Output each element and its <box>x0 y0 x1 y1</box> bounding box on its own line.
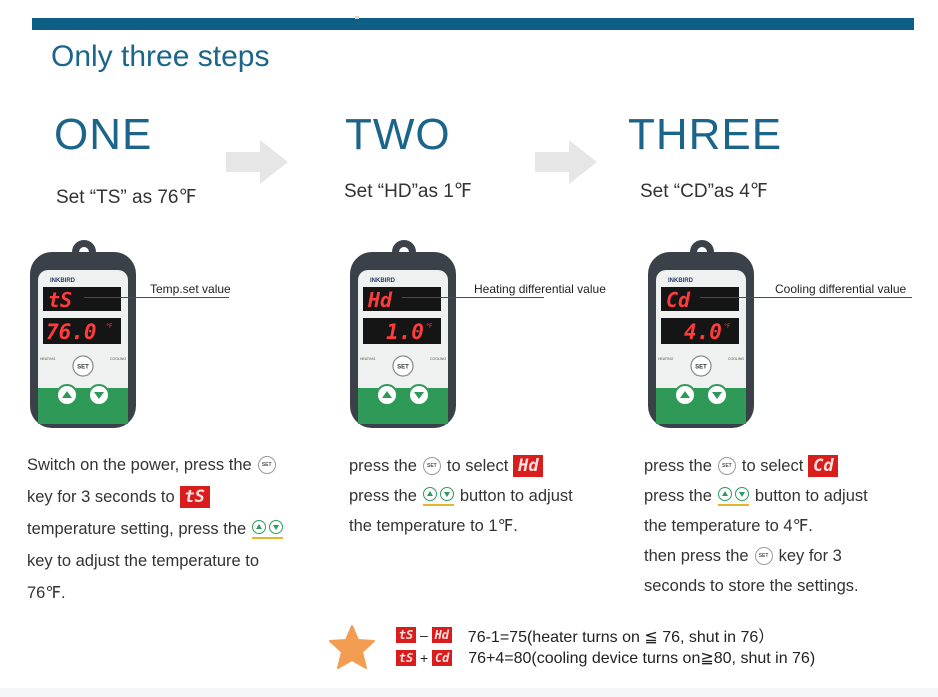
callout-heating-differential: Heating differential value <box>474 282 606 296</box>
device-brand: INKBIRD <box>50 278 76 284</box>
callout-temp-set-value: Temp.set value <box>150 282 231 296</box>
code-hd: Hd <box>513 455 544 477</box>
step-two-title: TWO <box>345 110 451 159</box>
next-arrow-icon <box>226 140 288 184</box>
step-two-subtitle: Set “HD”as 1℉ <box>344 181 472 202</box>
up-down-keys-icon <box>252 519 284 539</box>
code-cd: Cd <box>432 650 453 666</box>
label-heating: HEATING <box>658 357 674 361</box>
header-dot <box>355 16 359 19</box>
up-down-keys-icon <box>717 486 749 506</box>
callout-cooling-differential: Cooling differential value <box>775 282 907 296</box>
set-key-icon <box>257 456 276 474</box>
code-ts: tS <box>396 650 416 666</box>
device-brand: INKBIRD <box>668 278 694 284</box>
callout-line <box>84 297 229 298</box>
display-unit: °F <box>426 323 433 330</box>
controller-device-three: INKBIRD Cd 4.0 °F HEATING COOLING SET <box>644 238 758 433</box>
callout-line <box>402 297 544 298</box>
display-bottom: 1.0 <box>386 320 424 344</box>
footer-band <box>0 688 938 697</box>
code-ts: tS <box>179 486 210 508</box>
star-icon <box>329 625 375 669</box>
main-title: Only three steps <box>51 40 270 73</box>
controller-device-one: INKBIRD tS 76.0 °F HEATING COOLING SET <box>26 238 140 433</box>
formula-heater: tS – Hd 76-1=75(heater turns on ≦ 76, sh… <box>396 623 774 647</box>
display-unit: °F <box>106 323 113 330</box>
formula-cooling: tS + Cd 76+4=80(cooling device turns on≧… <box>396 648 815 668</box>
label-heating: HEATING <box>40 357 56 361</box>
next-arrow-icon <box>535 140 597 184</box>
up-down-keys-icon <box>422 486 454 506</box>
step-three-title: THREE <box>628 110 783 159</box>
code-hd: Hd <box>431 627 452 643</box>
step-three-subtitle: Set “CD”as 4℉ <box>640 181 768 202</box>
step-one-title: ONE <box>54 110 153 159</box>
set-button-label: SET <box>397 365 409 371</box>
controller-device-two: INKBIRD Hd 1.0 °F HEATING COOLING SET <box>346 238 460 433</box>
step-one-subtitle: Set “TS” as 76℉ <box>56 187 197 208</box>
set-key-icon <box>717 457 736 475</box>
display-unit: °F <box>724 323 731 330</box>
step-one-description: Switch on the power, press the key for 3… <box>27 449 289 609</box>
label-cooling: COOLING <box>110 357 126 361</box>
display-top: Hd <box>367 288 393 312</box>
display-top: tS <box>48 288 72 312</box>
set-button-label: SET <box>695 365 707 371</box>
label-heating: HEATING <box>360 357 376 361</box>
set-key-icon <box>422 457 441 475</box>
label-cooling: COOLING <box>728 357 744 361</box>
display-top: Cd <box>666 288 691 312</box>
set-button-label: SET <box>77 365 89 371</box>
code-cd: Cd <box>808 455 839 477</box>
set-key-icon <box>754 547 773 565</box>
callout-line <box>700 297 912 298</box>
code-ts: tS <box>396 627 416 643</box>
label-cooling: COOLING <box>430 357 446 361</box>
device-brand: INKBIRD <box>370 278 396 284</box>
header-bar <box>32 18 914 30</box>
display-bottom: 76.0 <box>46 320 97 344</box>
display-bottom: 4.0 <box>684 320 722 344</box>
